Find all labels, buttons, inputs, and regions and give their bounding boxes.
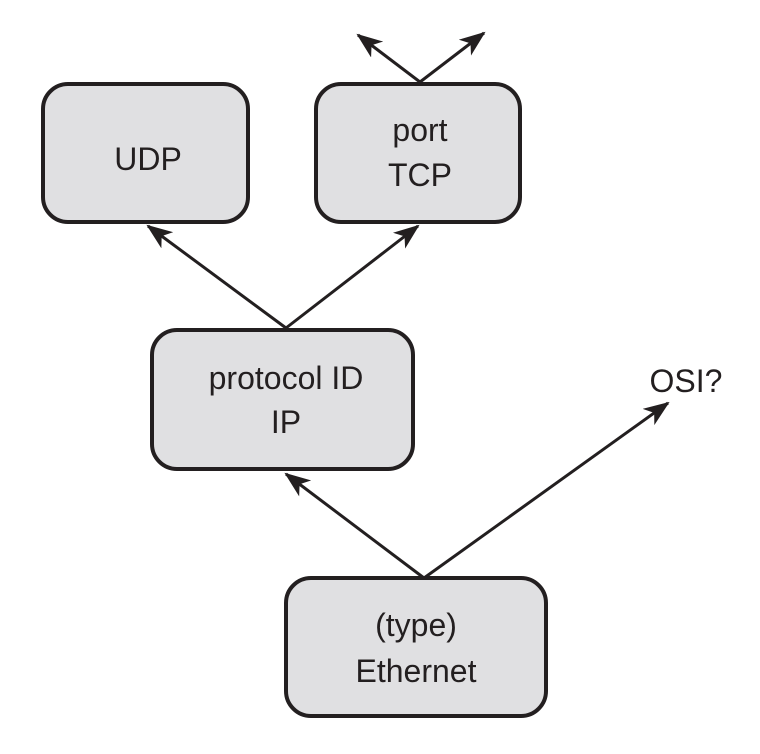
ip-box — [150, 328, 415, 471]
ip-label: IP — [271, 404, 301, 440]
node-udp: UDP — [41, 82, 250, 224]
tcp-field-label: port — [392, 112, 447, 148]
udp-label: UDP — [114, 141, 182, 177]
edge-ip-to-udp — [146, 224, 287, 330]
edge-tcp-up-left — [356, 33, 421, 84]
tcp-label: TCP — [388, 157, 452, 193]
edge-ethernet-to-ip — [284, 472, 425, 580]
node-ethernet: (type) Ethernet — [284, 576, 548, 718]
ip-field-label: protocol ID — [209, 360, 364, 396]
edge-ethernet-to-osi — [423, 401, 670, 580]
edge-ip-to-tcp — [285, 224, 420, 330]
ethernet-box — [284, 576, 548, 718]
osi-label: OSI? — [650, 363, 723, 399]
edge-tcp-up-right — [419, 31, 486, 84]
udp-box — [41, 82, 250, 224]
tcp-box — [314, 82, 522, 224]
node-tcp: port TCP — [314, 82, 522, 224]
ethernet-label: Ethernet — [356, 653, 477, 689]
ethernet-field-label: (type) — [375, 607, 457, 643]
node-ip: protocol ID IP — [150, 328, 415, 471]
